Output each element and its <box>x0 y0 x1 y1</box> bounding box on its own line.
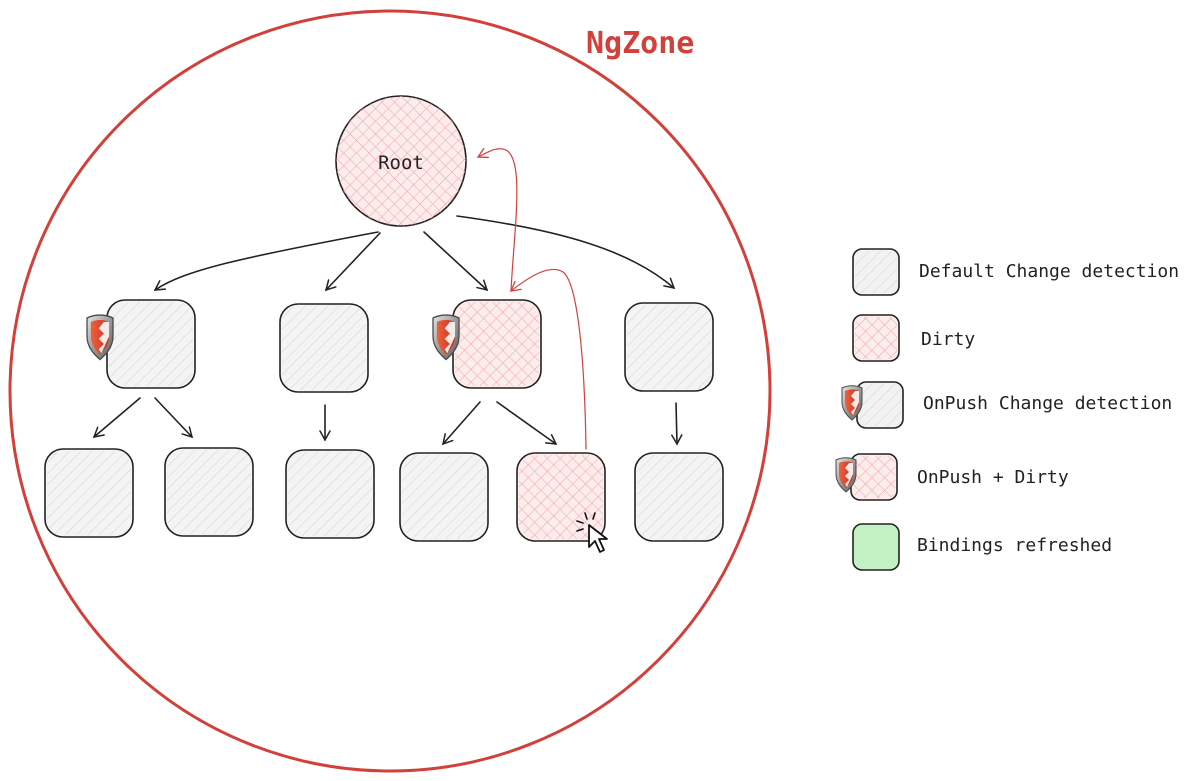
component-node-b1 <box>285 449 375 539</box>
propagation-arrow-c2-to-c <box>509 268 587 450</box>
legend-label-onpush: OnPush Change detection <box>923 393 1172 414</box>
legend-item-refreshed: Bindings refreshed <box>852 523 1112 571</box>
component-node-a1 <box>44 448 134 538</box>
cursor-click-icon <box>576 512 608 553</box>
component-node-d1 <box>634 452 724 542</box>
edge-root-to-d <box>456 215 676 290</box>
component-tree <box>44 299 724 553</box>
component-node-c2 <box>516 452 608 553</box>
edge-d-to-d1 <box>671 402 683 446</box>
legend-item-default: Default Change detection <box>852 248 1179 296</box>
legend-label-onpush-dirty: OnPush + Dirty <box>917 467 1069 488</box>
propagation-arrow-c-to-root <box>476 147 518 292</box>
ngzone-label: NgZone <box>586 26 694 61</box>
legend-item-dirty: Dirty <box>852 314 975 362</box>
legend-item-onpush-dirty: OnPush + Dirty <box>835 453 1069 501</box>
component-node-d <box>624 302 714 392</box>
legend-item-onpush: OnPush Change detection <box>841 381 1172 429</box>
root-label: Root <box>378 152 424 174</box>
ngzone-boundary <box>8 9 772 773</box>
component-node-c <box>432 299 542 389</box>
edge-a-to-a1 <box>92 397 141 438</box>
component-node-a2 <box>164 447 254 537</box>
edge-root-to-c <box>423 231 489 292</box>
root-node: Root <box>335 95 467 227</box>
ngzone: NgZone <box>8 9 772 773</box>
component-node-b <box>279 303 369 393</box>
dirty-propagation-arrows <box>476 147 587 450</box>
edge-c-to-c2 <box>496 401 558 445</box>
edge-c-to-c1 <box>441 401 481 446</box>
legend-label-default: Default Change detection <box>919 261 1179 282</box>
edge-root-to-a <box>153 231 379 291</box>
component-node-a <box>86 299 196 389</box>
edge-root-to-b <box>324 232 381 292</box>
legend-label-refreshed: Bindings refreshed <box>917 535 1112 556</box>
legend-label-dirty: Dirty <box>921 329 975 350</box>
edge-a-to-a2 <box>154 397 194 439</box>
component-node-c1 <box>399 452 489 542</box>
tree-edges <box>92 215 683 446</box>
legend-swatch-refreshed <box>852 523 900 571</box>
